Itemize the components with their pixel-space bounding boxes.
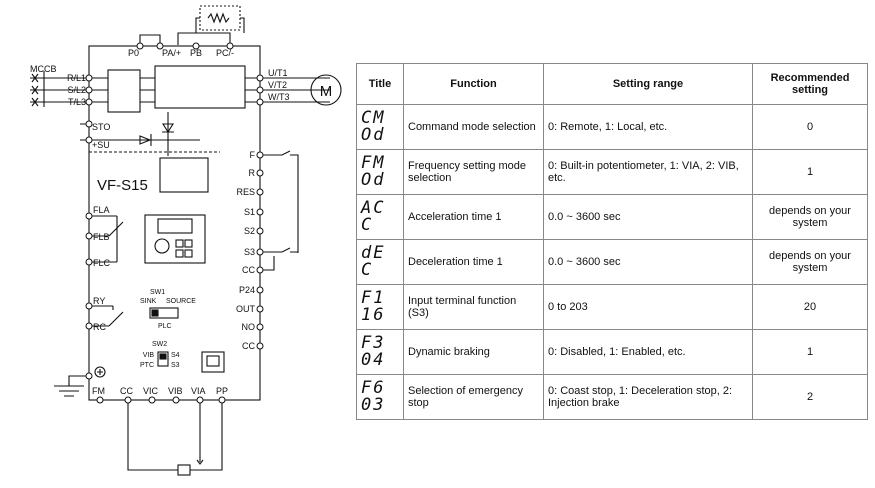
- su-label: +SU: [92, 140, 110, 150]
- sw1-sink: SINK: [140, 298, 157, 305]
- parameter-range: 0.0 ~ 3600 sec: [543, 194, 753, 240]
- parameter-code: AC C: [356, 194, 404, 240]
- parameter-recommended: 2: [752, 374, 868, 420]
- parameter-code: FM Od: [356, 149, 404, 195]
- terminal-flb: FLB: [93, 232, 110, 242]
- parameter-range: 0: Remote, 1: Local, etc.: [543, 104, 753, 150]
- sto-label: STO: [92, 122, 110, 132]
- parameter-function: Acceleration time 1: [403, 194, 544, 240]
- terminal-flc: FLC: [93, 258, 111, 268]
- table-header-row: Title Function Setting range Recommended…: [356, 63, 868, 105]
- output-terminal-3: W/T3: [268, 92, 290, 102]
- terminal-ry: RY: [93, 296, 105, 306]
- terminal-res: RES: [236, 187, 255, 197]
- parameter-code: dE C: [356, 239, 404, 285]
- header-setting-range: Setting range: [543, 63, 753, 105]
- terminal-vib: VIB: [168, 386, 183, 396]
- table-row: FM Od Frequency setting mode selection 0…: [356, 149, 868, 195]
- model-label: VF-S15: [97, 177, 148, 194]
- sw2-s3: S3: [171, 362, 180, 369]
- output-terminal-2: V/T2: [268, 80, 287, 90]
- table-row: AC C Acceleration time 1 0.0 ~ 3600 sec …: [356, 194, 868, 240]
- parameter-code: CM Od: [356, 104, 404, 150]
- terminal-fm: FM: [92, 386, 105, 396]
- dc-terminal-pa: PA/+: [162, 48, 181, 58]
- parameter-range: 0: Disabled, 1: Enabled, etc.: [543, 329, 753, 375]
- dc-terminal-pb: PB: [190, 48, 202, 58]
- table-row: dE C Deceleration time 1 0.0 ~ 3600 sec …: [356, 239, 868, 285]
- parameter-range: 0.0 ~ 3600 sec: [543, 239, 753, 285]
- parameter-recommended: 20: [752, 284, 868, 330]
- terminal-fla: FLA: [93, 205, 110, 215]
- terminal-cc-2: CC: [242, 341, 255, 351]
- table-row: F3 04 Dynamic braking 0: Disabled, 1: En…: [356, 329, 868, 375]
- terminal-cc: CC: [242, 265, 255, 275]
- parameter-recommended: depends on your system: [752, 239, 868, 285]
- terminal-p24: P24: [239, 285, 255, 295]
- dc-terminal-p0: P0: [128, 48, 139, 58]
- header-recommended: Recommended setting: [752, 63, 868, 105]
- table-row: F1 16 Input terminal function (S3) 0 to …: [356, 284, 868, 330]
- input-terminal-2: S/L2: [67, 85, 86, 95]
- parameter-code: F1 16: [356, 284, 404, 330]
- parameter-function: Command mode selection: [403, 104, 544, 150]
- breaker-label: MCCB: [30, 64, 57, 74]
- terminal-s2: S2: [244, 226, 255, 236]
- parameter-function: Deceleration time 1: [403, 239, 544, 285]
- table-row: CM Od Command mode selection 0: Remote, …: [356, 104, 868, 150]
- parameter-recommended: 1: [752, 149, 868, 195]
- terminal-pp: PP: [216, 386, 228, 396]
- sw2-s4: S4: [171, 352, 180, 359]
- parameter-recommended: 0: [752, 104, 868, 150]
- parameter-recommended: 1: [752, 329, 868, 375]
- input-terminal-1: R/L1: [67, 73, 86, 83]
- terminal-via: VIA: [191, 386, 206, 396]
- parameter-function: Frequency setting mode selection: [403, 149, 544, 195]
- parameter-function: Dynamic braking: [403, 329, 544, 375]
- input-terminal-3: T/L3: [68, 97, 86, 107]
- parameter-range: 0: Coast stop, 1: Deceleration stop, 2: …: [543, 374, 753, 420]
- sw2-title: SW2: [152, 341, 167, 348]
- terminal-out: OUT: [236, 304, 256, 314]
- motor-label: M: [320, 83, 333, 100]
- parameter-range: 0: Built-in potentiometer, 1: VIA, 2: VI…: [543, 149, 753, 195]
- sw1-source: SOURCE: [166, 298, 196, 305]
- terminal-no: NO: [242, 322, 256, 332]
- header-function: Function: [403, 63, 544, 105]
- parameter-code: F3 04: [356, 329, 404, 375]
- terminal-s3: S3: [244, 247, 255, 257]
- wiring-diagram: MCCB R/L1 S/L2 T/L3 U/T1 V/T2 W/T3 M P0 …: [30, 5, 342, 476]
- parameter-function: Selection of emergency stop: [403, 374, 544, 420]
- parameter-code: F6 03: [356, 374, 404, 420]
- sw2-vib: VIB: [143, 352, 155, 359]
- terminal-cc-bottom: CC: [120, 386, 133, 396]
- output-terminal-1: U/T1: [268, 68, 288, 78]
- terminal-f: F: [250, 150, 256, 160]
- dc-terminal-pc: PC/-: [216, 48, 234, 58]
- parameter-table: Title Function Setting range Recommended…: [356, 63, 868, 420]
- table-row: F6 03 Selection of emergency stop 0: Coa…: [356, 374, 868, 420]
- terminal-r: R: [249, 168, 256, 178]
- parameter-range: 0 to 203: [543, 284, 753, 330]
- header-title: Title: [356, 63, 404, 105]
- terminal-vic: VIC: [143, 386, 159, 396]
- terminal-rc: RC: [93, 322, 106, 332]
- parameter-recommended: depends on your system: [752, 194, 868, 240]
- sw1-plc: PLC: [158, 323, 172, 330]
- terminal-s1: S1: [244, 207, 255, 217]
- sw1-title: SW1: [150, 289, 165, 296]
- sw2-ptc: PTC: [140, 362, 154, 369]
- parameter-function: Input terminal function (S3): [403, 284, 544, 330]
